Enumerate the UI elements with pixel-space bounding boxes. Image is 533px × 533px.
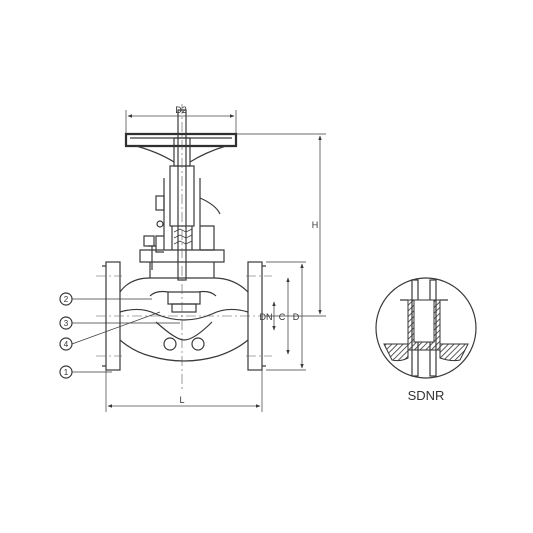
svg-text:4: 4 — [64, 340, 69, 349]
balloon-3: 3 — [59, 316, 180, 330]
dimension-l: L — [105, 370, 263, 412]
sdnr-detail: SDNR — [375, 277, 477, 403]
dimension-label-c: C — [279, 312, 286, 322]
detail-label: SDNR — [408, 388, 445, 403]
svg-text:1: 1 — [64, 368, 69, 377]
dimension-label-dn: DN — [260, 312, 273, 322]
balloon-4: 4 — [59, 311, 161, 351]
svg-text:3: 3 — [64, 319, 69, 328]
dimension-c: C — [279, 277, 290, 355]
svg-text:2: 2 — [64, 295, 69, 304]
balloon-2: 2 — [59, 292, 152, 306]
dimension-d2: D2 — [125, 105, 237, 134]
dimension-label-l: L — [179, 395, 184, 405]
centerlines — [96, 104, 272, 392]
balloon-1: 1 — [59, 365, 112, 379]
handwheel — [124, 132, 238, 167]
dimension-label-h: H — [312, 220, 319, 230]
dimension-dn: DN — [260, 301, 276, 331]
dimension-label-d: D — [293, 312, 300, 322]
dimension-h: H — [236, 133, 326, 317]
dimension-d: D — [266, 261, 306, 371]
